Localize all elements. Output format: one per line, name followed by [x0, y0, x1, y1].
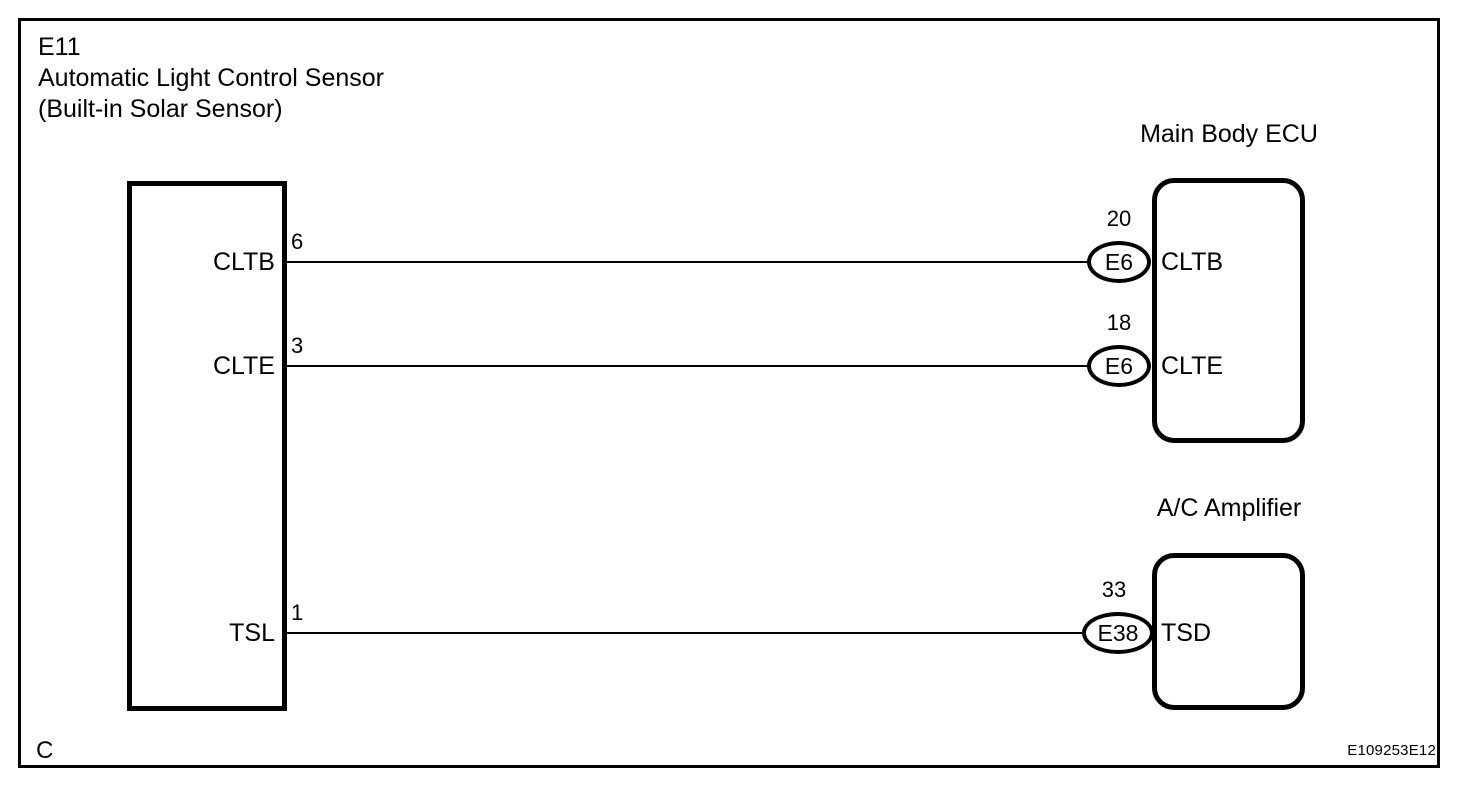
sensor-terminal-label-clte: CLTE	[212, 352, 275, 380]
main-body-ecu-box	[1152, 178, 1305, 443]
sensor-code-label: E11	[38, 33, 81, 61]
diagram-reference-code: E109253E12	[1347, 742, 1436, 759]
amplifier-pin-number-tsd: 33	[1101, 577, 1127, 602]
sensor-component-box	[127, 181, 287, 711]
sensor-terminal-label-cltb: CLTB	[212, 248, 275, 276]
ecu-pin-number-clte: 18	[1106, 310, 1132, 335]
wire-cltb	[287, 261, 1092, 263]
ecu-pin-number-cltb: 20	[1106, 206, 1132, 231]
diagram-frame	[18, 18, 1440, 768]
ecu-terminal-label-clte: CLTE	[1161, 352, 1224, 380]
connector-oval-e6-clte: E6	[1087, 345, 1151, 387]
ac-amplifier-title: A/C Amplifier	[1156, 494, 1302, 522]
sensor-subtitle-label: (Built-in Solar Sensor)	[38, 95, 283, 123]
sensor-pin-number-tsl: 1	[291, 600, 304, 625]
ac-amplifier-box	[1152, 553, 1305, 710]
main-body-ecu-title: Main Body ECU	[1140, 120, 1318, 148]
amplifier-terminal-label-tsd: TSD	[1161, 619, 1211, 647]
wire-clte	[287, 365, 1092, 367]
sensor-pin-number-clte: 3	[291, 333, 304, 358]
connector-oval-e6-cltb: E6	[1087, 241, 1151, 283]
sensor-name-label: Automatic Light Control Sensor	[38, 64, 385, 92]
wire-tsl	[287, 632, 1087, 634]
sensor-terminal-label-tsl: TSL	[229, 619, 275, 647]
connector-oval-e38-tsd: E38	[1082, 612, 1154, 654]
sensor-pin-number-cltb: 6	[291, 229, 304, 254]
ecu-terminal-label-cltb: CLTB	[1161, 248, 1224, 276]
corner-mark-label: C	[36, 737, 54, 764]
